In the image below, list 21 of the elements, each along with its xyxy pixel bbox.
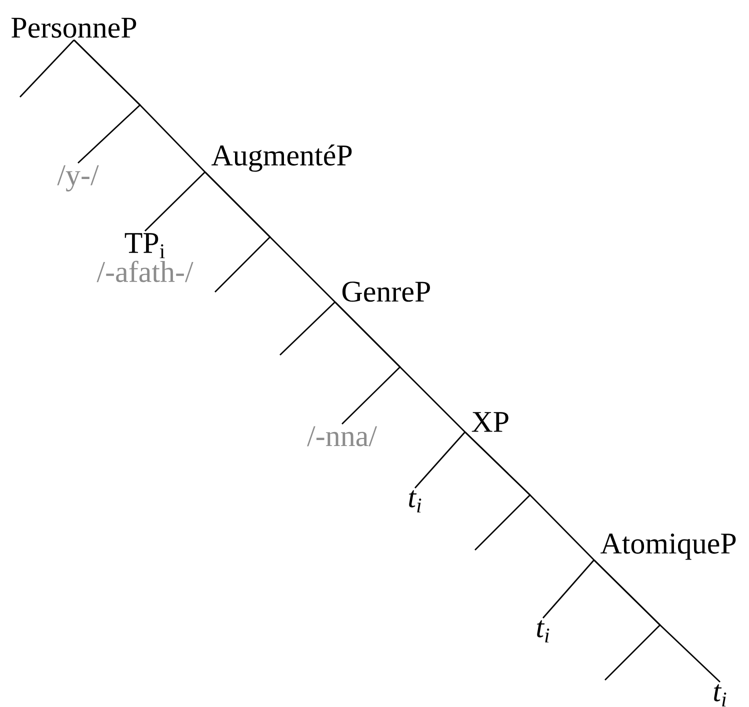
morpheme-label: /-nna/ [307,426,377,446]
tree-branch [204,172,271,292]
tree-branch [20,40,74,98]
category-label: AugmentéP [212,144,352,172]
category-label: AtomiqueP [600,534,736,560]
tree-branch [334,302,401,424]
tree-branch [144,172,206,232]
tree-branch [414,432,466,488]
trace-label: t$_{i}$ [714,684,726,706]
tree-branch [594,560,661,680]
trace-label: t$_{i}$ [409,490,422,512]
category-label: GenreP [342,282,430,302]
tree-branch [74,40,142,164]
category-label: TP$_{i}$ /-afath-/ [96,233,194,282]
category-label: PersonneP [12,18,136,38]
category-label: XP [472,412,508,432]
tree-branch [280,302,336,356]
morpheme-label: /y-/ [57,165,99,192]
tree-branch [542,560,595,618]
tree-branch [464,432,531,550]
trace-label: t$_{i}$ [537,620,550,642]
